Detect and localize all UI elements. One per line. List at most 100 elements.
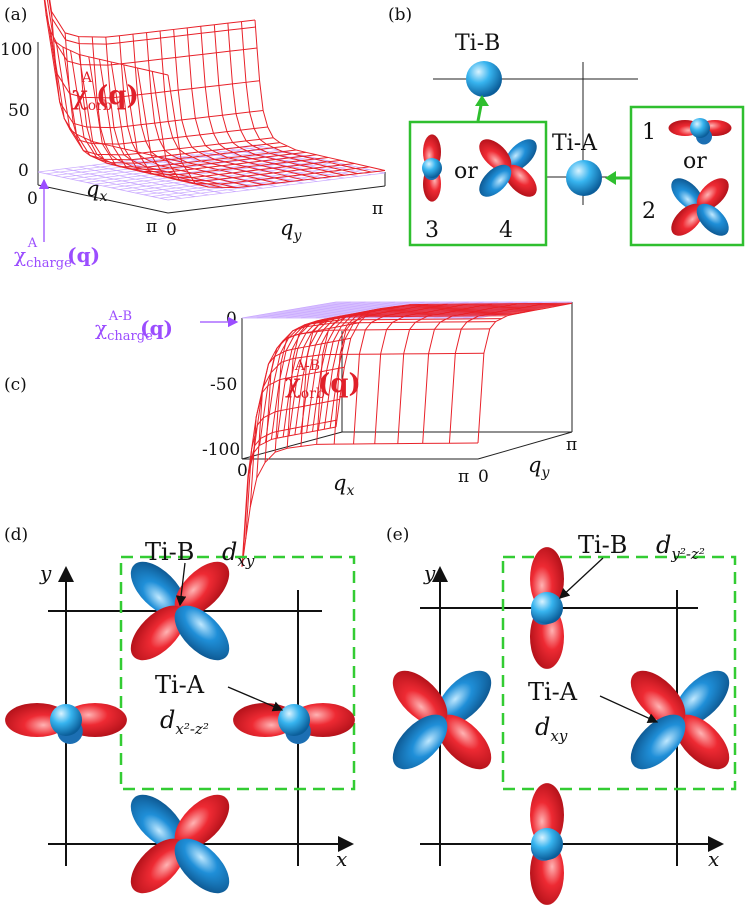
orb-grid-line: [270, 315, 508, 440]
orb-grid-line: [64, 32, 196, 184]
blue-lobe: [671, 178, 704, 211]
orb-surface-a: [43, 0, 386, 189]
d-site-b: Ti-B: [145, 538, 194, 566]
red-lobe: [671, 203, 704, 236]
e-site-b: Ti-B: [578, 531, 627, 559]
orb-grid-line: [448, 302, 544, 444]
d-axis-x: x: [336, 847, 347, 871]
a-xtick-pi: π: [146, 217, 157, 237]
e-orbital-b: dy²-z²: [656, 531, 705, 563]
orb-grid-line: [200, 26, 331, 178]
atom-core: [531, 828, 563, 860]
orb-grid-line: [422, 303, 517, 444]
d-orbitals: [5, 561, 355, 894]
orb-grid-line: [91, 36, 223, 188]
charge-grid-line: [214, 149, 345, 179]
charge-grid-line: [51, 169, 182, 199]
e-orbitals: [392, 547, 730, 905]
b-num-1: 1: [642, 120, 656, 145]
orb-grid-line: [159, 30, 291, 182]
orb-grid-line: [132, 34, 264, 186]
b-site-b: Ti-B: [455, 31, 500, 56]
a-ytick-pi: π: [372, 199, 383, 219]
orb-grid-line: [353, 303, 448, 444]
atom-core: [690, 118, 710, 138]
orb-grid-line: [51, 11, 182, 163]
e-unit-cell: [501, 555, 737, 791]
b-orbital-2: [671, 178, 729, 236]
e-axis-y: y: [423, 561, 436, 585]
orb-grid-line: [323, 304, 561, 430]
orb-grid-line: [213, 24, 345, 176]
b-site-a: Ti-A: [552, 131, 598, 156]
blue-lobe: [130, 794, 186, 850]
e-axis-x: x: [708, 847, 719, 871]
blue-lobe: [696, 203, 729, 236]
blue-lobe: [504, 139, 537, 172]
d-axis-y: y: [39, 561, 52, 585]
orb-grid-line: [253, 328, 490, 453]
charge-grid-line: [254, 144, 386, 174]
blue-lobe: [436, 670, 492, 726]
b-box-right: [629, 105, 745, 247]
panel-b-label: (b): [388, 5, 412, 25]
panel-e: (e) y x Ti-B dy²-z² Ti-A dxy: [386, 525, 737, 905]
orb-grid-line: [78, 36, 209, 188]
orb-grid-line: [374, 303, 469, 444]
b-or-right: or: [683, 149, 707, 174]
panel-a-label: (a): [4, 5, 27, 25]
c-ztick-100: -100: [202, 440, 240, 460]
a-yaxis-label: qy: [280, 216, 302, 244]
orb-grid-line: [242, 419, 338, 560]
orb-grid-line: [146, 32, 277, 184]
red-lobe: [174, 794, 230, 850]
b-or-left: or: [454, 159, 478, 184]
charge-grid-line: [241, 146, 372, 176]
panel-d-label: (d): [4, 525, 28, 545]
blue-lobe: [130, 561, 186, 617]
red-lobe: [130, 838, 186, 894]
e-site-a: Ti-A: [528, 678, 578, 706]
red-lobe: [130, 605, 186, 661]
a-xaxis-label: qx: [86, 177, 107, 205]
orb-grid-line: [105, 37, 236, 189]
orb-grid-line: [247, 352, 484, 478]
charge-grid-line: [37, 171, 169, 201]
orb-grid-line: [397, 303, 492, 444]
c-charge-label: χchargeA-B(q): [95, 309, 173, 344]
charge-grid-line: [200, 151, 331, 181]
orb-grid-line: [227, 23, 358, 175]
panel-b: (b) Ti-B Ti-A or 3 4 1 or 2: [388, 5, 745, 247]
d-orbital-a: dx²-z²: [160, 706, 209, 738]
panel-d: (d) y x Ti-B dxy Ti-A dx²-z²: [4, 525, 356, 894]
red-lobe: [436, 714, 492, 770]
d-orbital-b: dxy: [222, 538, 255, 570]
charge-grid-line: [78, 166, 209, 196]
d-site-a: Ti-A: [155, 671, 205, 699]
c-xtick-pi: π: [458, 467, 469, 487]
c-orb-label: χorbA-B(q): [285, 358, 361, 402]
b-orbital-1: [668, 118, 732, 145]
c-ztick-0: 0: [226, 309, 237, 329]
orb-grid-line: [173, 29, 304, 181]
c-ztick-50: -50: [210, 375, 237, 395]
e-orbital-a: dxy: [535, 713, 568, 745]
c-yaxis-label: qy: [528, 453, 550, 481]
a-ztick-50: 50: [8, 101, 30, 121]
a-orb-label: χorbA(q): [72, 70, 139, 114]
orb-grid-line: [186, 27, 318, 179]
orb-grid-line: [335, 302, 573, 428]
red-lobe: [479, 139, 512, 172]
b-ti-a-atom: [566, 160, 602, 196]
a-charge-label: χchargeA(q): [14, 236, 100, 271]
b-ti-b-atom: [466, 61, 502, 97]
red-lobe: [696, 178, 729, 211]
atom-core: [50, 704, 82, 736]
orb-grid-line: [241, 442, 479, 567]
charge-grid-line: [187, 153, 318, 182]
c-xaxis-label: qx: [333, 471, 354, 499]
orb-grid-line: [49, 0, 256, 38]
charge-grid-line: [92, 164, 223, 194]
b-orbital-4: [479, 139, 537, 197]
